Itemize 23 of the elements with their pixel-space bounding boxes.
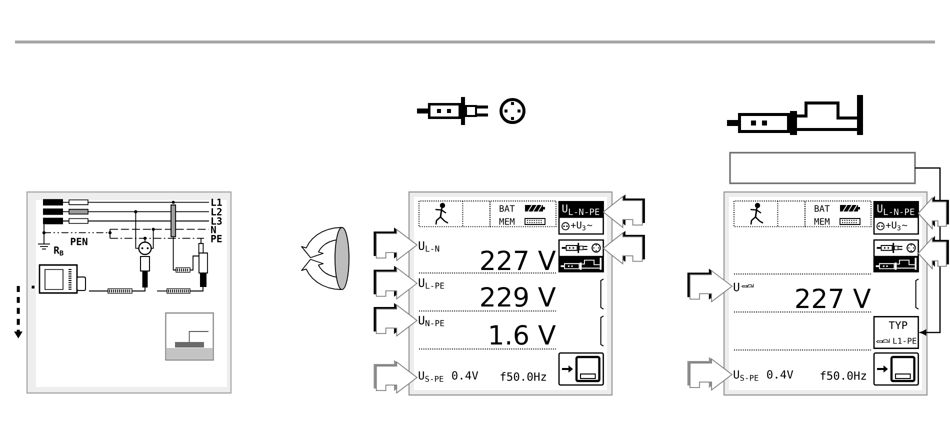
wire-label: L2 bbox=[212, 208, 222, 216]
field-label: U$_{L-N}$ bbox=[418, 241, 440, 252]
status-text: U$_{S-PE}$ 0.4V bbox=[418, 371, 478, 382]
wire-label: L1 bbox=[212, 198, 222, 206]
softkey: TYP L1-PE bbox=[873, 316, 919, 349]
status-text: U$_{S-PE}$ 0.4V bbox=[734, 370, 794, 381]
measured-value: 227 V bbox=[796, 288, 871, 308]
softkey: U$_{L-N-PE}$ +U$_{3}$~ bbox=[873, 201, 919, 235]
empty-box bbox=[729, 152, 916, 184]
field-label: U$_{L-PE}$ bbox=[418, 278, 444, 289]
measured-value: 1.6 V bbox=[490, 324, 556, 345]
field-label: U bbox=[734, 282, 740, 292]
field-label: U$_{N-PE}$ bbox=[418, 316, 444, 326]
measured-value: 229 V bbox=[481, 286, 556, 307]
wire-label: L3 bbox=[212, 217, 222, 225]
status-text: f50.0Hz bbox=[500, 372, 546, 381]
measured-value: 227 V bbox=[481, 250, 556, 270]
softkey: U$_{L-N-PE}$ +U$_{3}$~ bbox=[558, 201, 604, 235]
indicator-cell: BAT MEM bbox=[490, 200, 556, 228]
wire-label: N bbox=[211, 226, 216, 234]
indicator-cell: BAT MEM bbox=[804, 200, 872, 228]
status-text: f50.0Hz bbox=[820, 371, 866, 380]
wire-label: PE bbox=[211, 235, 222, 242]
